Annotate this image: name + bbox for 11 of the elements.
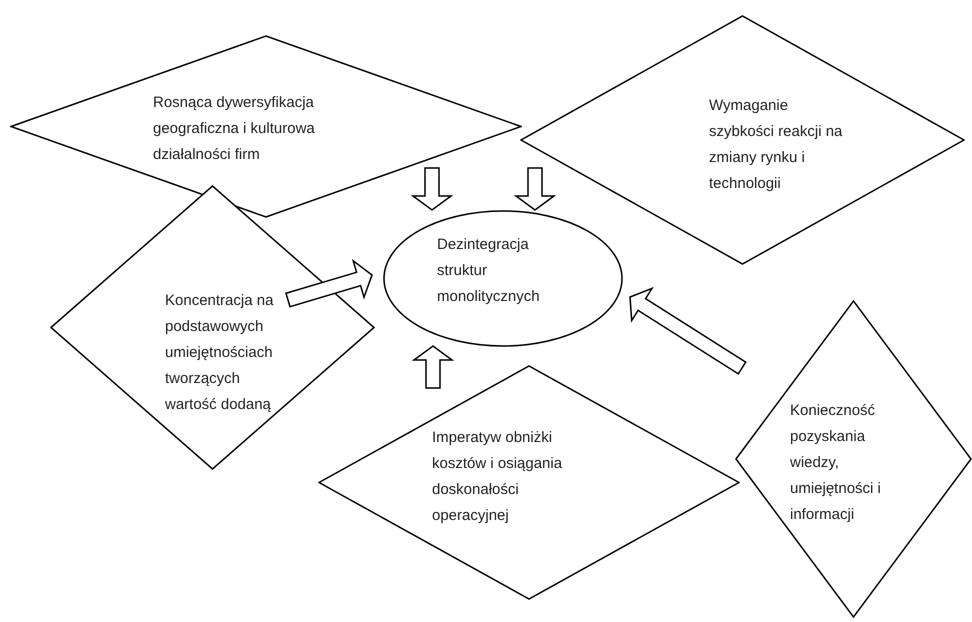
block-arrow bbox=[514, 167, 556, 211]
node-text: Dezintegracja struktur monolitycznych bbox=[437, 235, 541, 307]
node-text: Konieczność pozyskania wiedzy, umiejętności i informacji bbox=[790, 401, 882, 525]
block-arrow bbox=[410, 167, 454, 211]
node-text: Imperatyw obniżki kosztów i osiągania doskonałości operacyjnej bbox=[432, 428, 564, 526]
block-arrow bbox=[629, 286, 747, 375]
block-arrow bbox=[412, 345, 454, 389]
block-arrow bbox=[285, 258, 373, 308]
node-text: Wymaganie szybkości reakcji na zmiany rynku i technologii bbox=[709, 96, 844, 194]
node-text: Rosnąca dywersyfikacja geograficzna i kulturowa działalności firm bbox=[153, 93, 316, 165]
node-text: Koncentracja na podstawowych umiejętnościach tworzących wartość dodaną bbox=[165, 291, 274, 415]
